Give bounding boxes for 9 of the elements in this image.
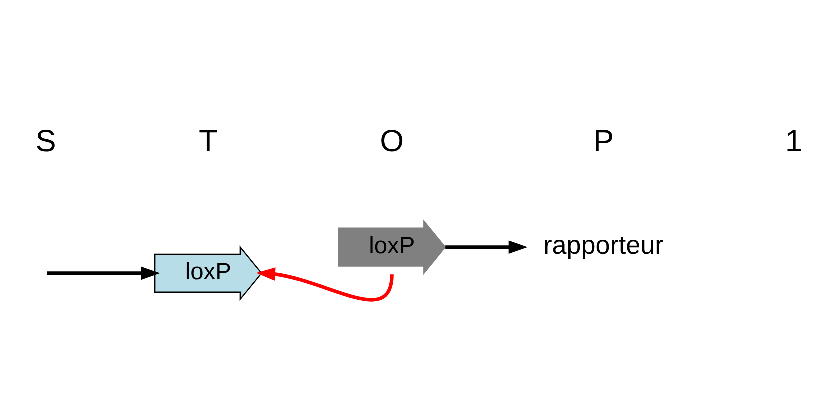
arrow	[256, 267, 394, 302]
arrow	[446, 240, 528, 254]
label: 1	[785, 123, 803, 158]
arrow	[47, 266, 160, 280]
node-text: rapporteur	[544, 229, 664, 260]
label: O	[380, 123, 404, 158]
label: S	[36, 123, 56, 158]
label: P	[593, 123, 614, 158]
label: T	[199, 123, 218, 158]
